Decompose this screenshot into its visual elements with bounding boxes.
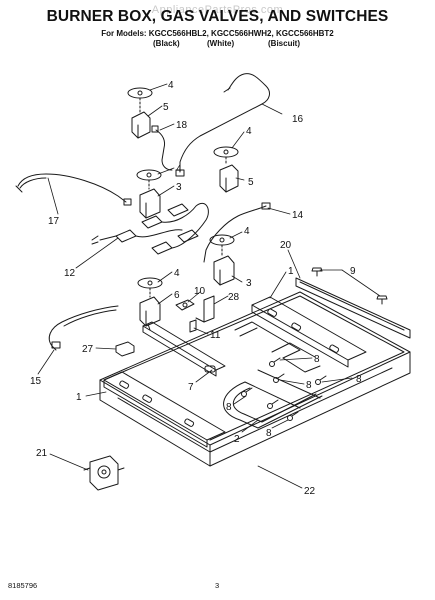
callout-12: 12	[64, 268, 76, 279]
callout-18: 18	[176, 120, 188, 131]
screws	[241, 357, 327, 421]
callout-8-d: 8	[226, 402, 232, 413]
gas-valve-1	[127, 87, 153, 139]
callout-28: 28	[228, 292, 240, 303]
callout-9: 9	[350, 266, 356, 277]
back-rail	[251, 296, 367, 368]
callout-10: 10	[194, 286, 206, 297]
color-white-label: (White)	[207, 39, 235, 48]
callout-8-b: 8	[306, 380, 312, 391]
callout-5-a: 5	[163, 102, 169, 113]
color-black-label: (Black)	[153, 39, 180, 48]
connector-27	[115, 341, 135, 357]
callout-4-a: 4	[168, 80, 174, 91]
callout-22: 22	[304, 486, 316, 497]
gas-tube-15	[48, 305, 119, 351]
switch-harness	[91, 202, 209, 255]
callout-21: 21	[36, 448, 48, 459]
gas-tube-17	[15, 173, 132, 206]
page-title: BURNER BOX, GAS VALVES, AND SWITCHES	[46, 8, 389, 25]
screws-9	[311, 267, 388, 305]
callout-6: 6	[174, 290, 180, 301]
callout-8-a: 8	[314, 354, 320, 365]
page-number: 3	[215, 581, 220, 590]
callout-17: 17	[48, 216, 60, 227]
gas-tube-18	[151, 125, 173, 171]
burner-box	[99, 291, 411, 467]
clip-11	[189, 319, 197, 333]
callout-4-b: 4	[246, 126, 252, 137]
seal-10	[175, 299, 195, 311]
gas-valve-5	[137, 277, 163, 327]
front-rail	[103, 371, 226, 448]
models-line: For Models: KGCC566HBL2, KGCC566HWH2, KG…	[101, 29, 334, 38]
burner-tubes	[223, 321, 323, 429]
callout-27: 27	[82, 344, 94, 355]
callout-11: 11	[210, 330, 221, 341]
callout-numbers: 4 5 16 18 4 5 4 3 17 14 4 12 20 9 4 3 1 …	[30, 80, 362, 497]
gas-valve-4	[209, 234, 235, 286]
callout-15: 15	[30, 376, 42, 387]
callout-3-b: 3	[246, 278, 252, 289]
color-biscuit-label: (Biscuit)	[268, 39, 300, 48]
callout-20: 20	[280, 240, 292, 251]
callout-8-e: 8	[266, 428, 272, 439]
regulator-21	[83, 455, 125, 491]
doc-number: 8185796	[8, 581, 38, 590]
callout-1-b: 1	[76, 392, 82, 403]
callout-1-a: 1	[288, 266, 294, 277]
callout-5-b: 5	[248, 177, 254, 188]
gas-valve-2	[213, 146, 239, 193]
gas-tube-14	[203, 202, 271, 263]
gas-valve-3	[136, 169, 162, 219]
callout-4-c: 4	[176, 164, 182, 175]
callout-7: 7	[188, 382, 194, 393]
callout-14: 14	[292, 210, 304, 221]
callout-3-a: 3	[176, 182, 182, 193]
side-rail	[295, 277, 411, 339]
callout-2: 2	[234, 434, 240, 445]
callout-4-e: 4	[174, 268, 180, 279]
callout-8-c: 8	[356, 374, 362, 385]
watermark: AppliancePartsPros.com	[151, 4, 284, 16]
callout-16: 16	[292, 114, 304, 125]
gas-tube-16	[175, 73, 270, 177]
leader-lines	[37, 83, 381, 489]
callout-4-d: 4	[244, 226, 250, 237]
bracket-28	[195, 295, 215, 323]
